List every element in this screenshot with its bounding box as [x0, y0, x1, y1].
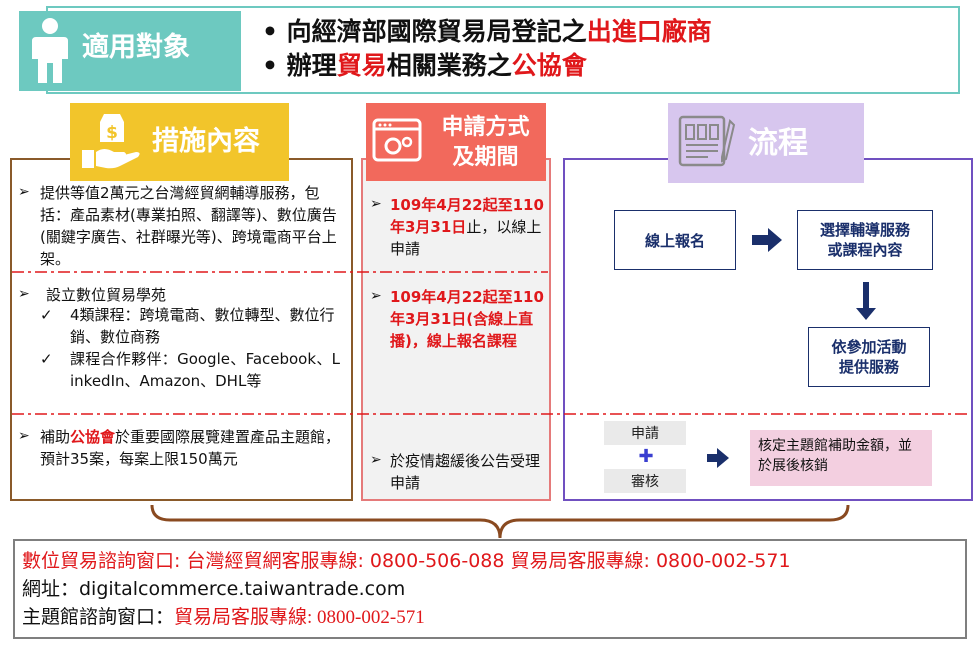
application-panel — [361, 158, 551, 501]
bullet-arrow-icon: ➢ — [18, 286, 30, 302]
arrow-right-icon — [707, 448, 729, 468]
bullet-arrow-icon: ➢ — [370, 452, 382, 468]
application-item-2: 109年4月22起至110年3月31日(含線上直播)，線上報名課程 — [390, 288, 544, 350]
svg-text:$: $ — [106, 123, 118, 143]
application-item-3: 於疫情趨緩後公告受理申請 — [390, 452, 541, 492]
measures-item-3: 補助公協會於重要國際展覽建置產品主題館，預計35案，每案上限150萬元 — [40, 428, 341, 468]
audience-line-1: • 向經濟部國際貿易局登記之出進口廠商 — [262, 17, 712, 46]
measures-item-1: 提供等值2萬元之台灣經貿網輔導服務，包括：產品素材(專業拍照、翻譯等)、數位廣告… — [40, 184, 337, 268]
contact-line-1: 數位貿易諮詢窗口: 台灣經貿網客服專線: 0800-506-088 貿易局客服專… — [22, 550, 791, 572]
person-icon — [32, 18, 68, 83]
audience-label: 適用對象 — [82, 32, 190, 63]
contact-line-3: 主題館諮詢窗口：貿易局客服專線: 0800-002-571 — [22, 606, 425, 628]
step-apply: 申請 — [604, 421, 686, 445]
application-badge — [366, 103, 546, 181]
contact-panel — [13, 539, 967, 639]
check-icon: ✓ — [40, 306, 53, 324]
bullet-arrow-icon: ➢ — [370, 196, 382, 212]
document-pen-icon — [678, 115, 736, 167]
bullet-arrow-icon: ➢ — [18, 184, 30, 200]
plus-icon: ✚ — [638, 446, 654, 467]
measures-item-2-sub-2: 課程合作夥伴：Google、Facebook、LinkedIn、Amazon、D… — [70, 350, 340, 390]
check-icon: ✓ — [40, 350, 53, 368]
arrow-down-icon — [856, 282, 876, 320]
step-review: 審核 — [604, 469, 686, 493]
money-hand-icon: $ — [82, 114, 140, 169]
measures-item-2-title: 設立數位貿易學苑 — [46, 286, 167, 304]
measures-title: 措施內容 — [152, 126, 260, 157]
step-provide-service: 依參加活動提供服務 — [808, 327, 930, 387]
measures-item-2-sub-1: 4類課程：跨境電商、數位轉型、數位行銷、數位商務 — [70, 306, 335, 346]
application-title-1: 申請方式 — [441, 115, 530, 140]
measures-panel — [10, 158, 353, 501]
bullet-arrow-icon: ➢ — [370, 288, 382, 304]
contact-line-2: 網址：digitalcommerce.taiwantrade.com — [22, 578, 406, 600]
process-title: 流程 — [748, 126, 808, 161]
arrow-right-icon — [752, 228, 782, 252]
application-item-1: 109年4月22起至110年3月31日止，以線上申請 — [390, 196, 544, 258]
application-title-2: 及期間 — [452, 145, 519, 170]
step-choose-service: 選擇輔導服務或課程內容 — [797, 210, 933, 270]
audience-line-2: • 辦理貿易相關業務之公協會 — [262, 51, 587, 80]
bullet-arrow-icon: ➢ — [18, 428, 30, 444]
step-result: 核定主題館補助金額，並於展後核銷 — [750, 430, 932, 486]
browser-gear-icon — [372, 118, 422, 162]
step-online-register: 線上報名 — [614, 210, 736, 270]
